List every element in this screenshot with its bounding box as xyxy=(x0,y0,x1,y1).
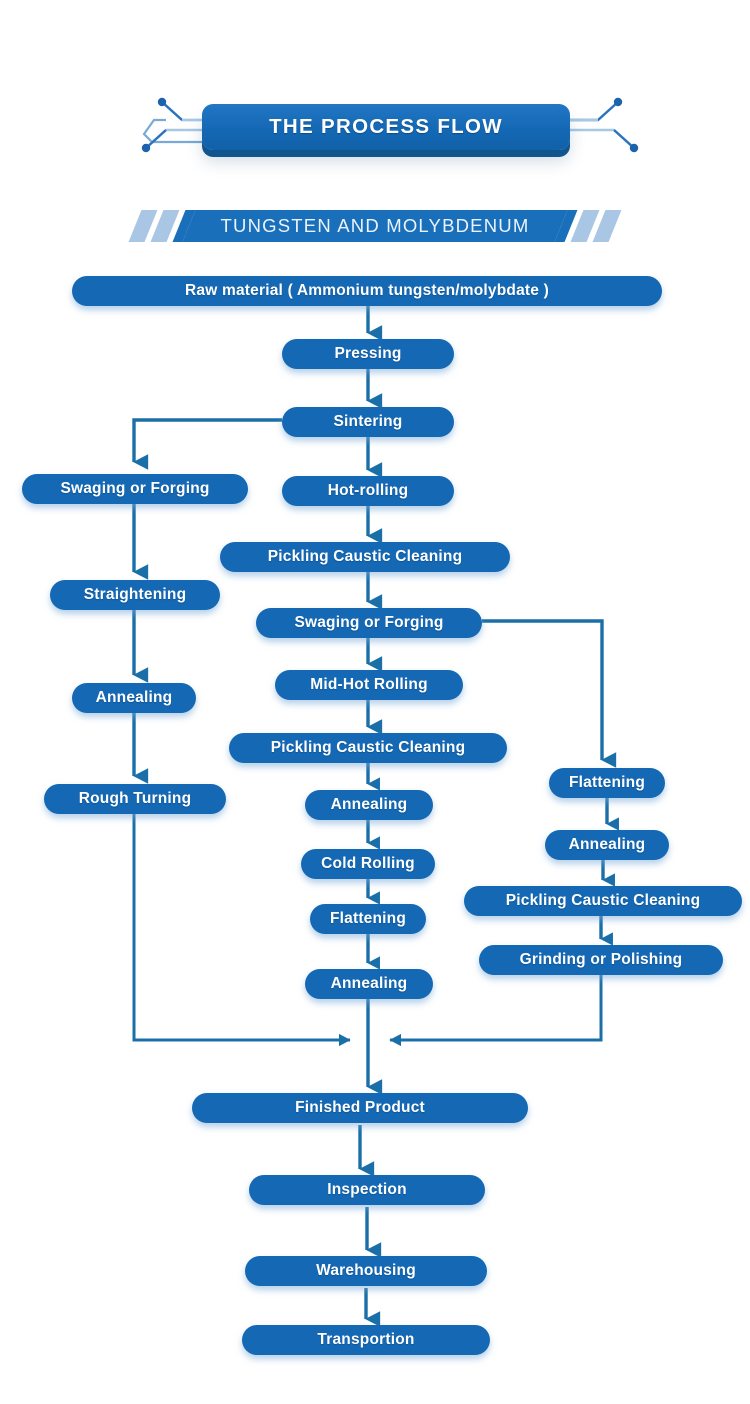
node-inspection[interactable]: Inspection xyxy=(249,1175,485,1205)
node-swaging-or-forging-left[interactable]: Swaging or Forging xyxy=(22,474,248,504)
node-annealing-center-2[interactable]: Annealing xyxy=(305,969,433,999)
node-label: Annealing xyxy=(330,796,408,813)
node-label: Pickling Caustic Cleaning xyxy=(505,892,701,909)
node-label: Mid-Hot Rolling xyxy=(310,676,428,693)
node-sintering[interactable]: Sintering xyxy=(282,407,454,437)
node-label: Hot-rolling xyxy=(327,482,409,499)
node-label: Swaging or Forging xyxy=(294,614,444,631)
node-label: Annealing xyxy=(330,975,408,992)
node-label: Warehousing xyxy=(316,1262,416,1279)
page-title: THE PROCESS FLOW xyxy=(269,115,503,138)
node-label: Inspection xyxy=(327,1181,407,1198)
node-raw-material[interactable]: Raw material ( Ammonium tungsten/molybda… xyxy=(72,276,662,306)
node-label: Cold Rolling xyxy=(321,855,415,872)
node-straightening[interactable]: Straightening xyxy=(50,580,220,610)
edge-sintering-swaging1 xyxy=(132,418,282,470)
node-hot-rolling[interactable]: Hot-rolling xyxy=(282,476,454,506)
node-flattening-right[interactable]: Flattening xyxy=(549,768,665,798)
node-label: Sintering xyxy=(333,413,403,430)
node-label: Grinding or Polishing xyxy=(519,951,683,968)
subtitle-text-wrap: TUNGSTEN AND MOLYBDENUM xyxy=(189,210,561,242)
node-finished-product[interactable]: Finished Product xyxy=(192,1093,528,1123)
node-annealing-center-1[interactable]: Annealing xyxy=(305,790,433,820)
node-cold-rolling[interactable]: Cold Rolling xyxy=(301,849,435,879)
node-warehousing[interactable]: Warehousing xyxy=(245,1256,487,1286)
node-annealing-right[interactable]: Annealing xyxy=(545,830,669,860)
node-pickling-caustic-cleaning-3[interactable]: Pickling Caustic Cleaning xyxy=(464,886,742,916)
node-label: Annealing xyxy=(568,836,646,853)
page-subtitle: TUNGSTEN AND MOLYBDENUM xyxy=(220,215,530,236)
node-pickling-caustic-cleaning-1[interactable]: Pickling Caustic Cleaning xyxy=(220,542,510,572)
node-label: Finished Product xyxy=(295,1099,425,1116)
node-swaging-or-forging-center[interactable]: Swaging or Forging xyxy=(256,608,482,638)
node-pressing[interactable]: Pressing xyxy=(282,339,454,369)
node-label: Raw material ( Ammonium tungsten/molybda… xyxy=(185,282,549,299)
title-banner: THE PROCESS FLOW xyxy=(202,104,570,150)
node-flattening-center[interactable]: Flattening xyxy=(310,904,426,934)
node-rough-turning[interactable]: Rough Turning xyxy=(44,784,226,814)
node-label: Swaging or Forging xyxy=(60,480,210,497)
node-label: Pickling Caustic Cleaning xyxy=(270,739,466,756)
node-label: Flattening xyxy=(568,774,646,791)
subtitle-strip: TUNGSTEN AND MOLYBDENUM xyxy=(128,210,622,242)
node-label: Pressing xyxy=(334,345,402,362)
node-label: Annealing xyxy=(95,689,173,706)
node-label: Pickling Caustic Cleaning xyxy=(267,548,463,565)
node-label: Straightening xyxy=(83,586,187,603)
circuit-lines-right-icon xyxy=(560,97,639,153)
node-label: Rough Turning xyxy=(78,790,192,807)
node-annealing-left-1[interactable]: Annealing xyxy=(72,683,196,713)
node-transportion[interactable]: Transportion xyxy=(242,1325,490,1355)
diagram-header: THE PROCESS FLOW TUNGSTEN AND MOLYBDENUM xyxy=(0,0,750,242)
node-label: Transportion xyxy=(317,1331,415,1348)
node-pickling-caustic-cleaning-2[interactable]: Pickling Caustic Cleaning xyxy=(229,733,507,763)
node-label: Flattening xyxy=(329,910,407,927)
node-grinding-or-polishing[interactable]: Grinding or Polishing xyxy=(479,945,723,975)
node-mid-hot-rolling[interactable]: Mid-Hot Rolling xyxy=(275,670,463,700)
